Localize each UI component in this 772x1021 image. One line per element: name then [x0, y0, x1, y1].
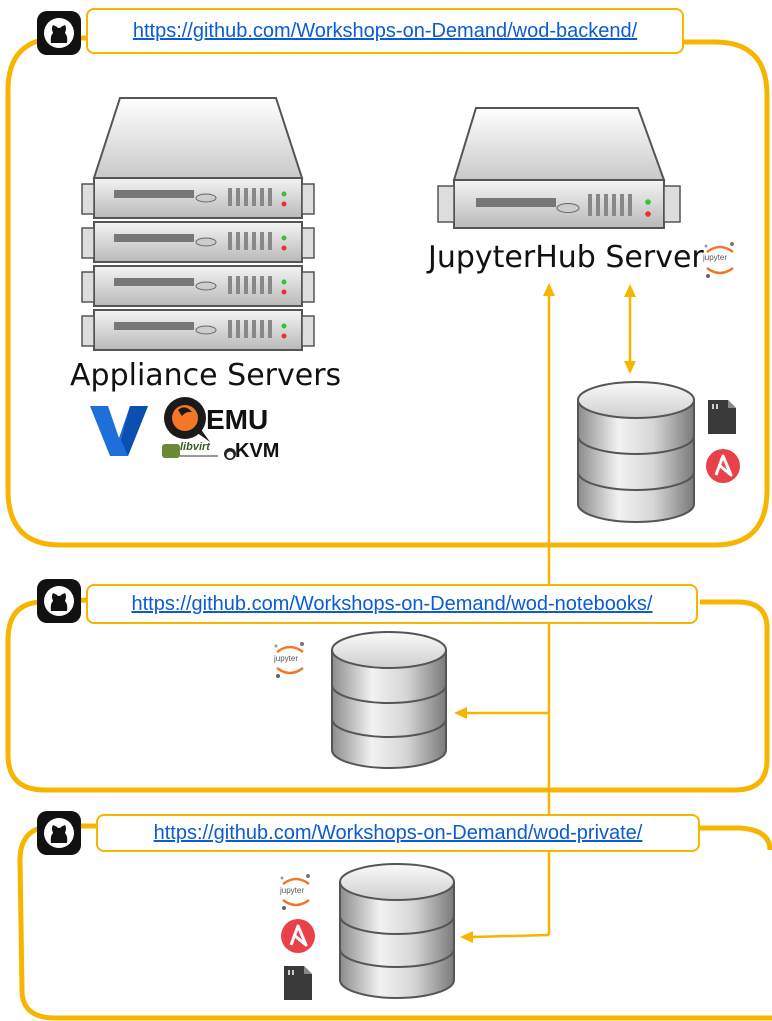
jupyter-badge-text: jupyter [274, 654, 299, 663]
arrow-left-private [460, 931, 473, 943]
libvirt-label: libvirt [180, 441, 210, 453]
arrow-up-hub [624, 284, 636, 297]
backend-frame [5, 35, 770, 548]
github-icon[interactable] [36, 578, 82, 624]
jupyterhub-server-icon [437, 107, 681, 229]
vmware-icon [90, 406, 148, 456]
ansible-icon [281, 919, 315, 953]
libvirt-icon [162, 444, 218, 458]
backend-db-icon [577, 381, 695, 523]
jupyter-badge-text: jupyter [280, 886, 305, 895]
private-db-icon [339, 863, 455, 999]
qemu-icon [164, 397, 210, 442]
jupyterhub-server-label: JupyterHub Server [428, 240, 704, 275]
backend-repo-box: https://github.com/Workshops-on-Demand/w… [86, 8, 684, 54]
arrow-down-db [624, 361, 636, 374]
jupyter-icon [274, 642, 304, 678]
kvm-label: KVM [235, 440, 280, 462]
github-icon[interactable] [36, 810, 82, 856]
appliance-servers-icon [81, 97, 315, 351]
private-branch-line [471, 933, 550, 939]
private-repo-link[interactable]: https://github.com/Workshops-on-Demand/w… [153, 821, 643, 844]
arrow-up-jupyterhub [543, 283, 555, 296]
jupyter-badge-text: jupyter [703, 253, 728, 262]
backend-repo-link[interactable]: https://github.com/Workshops-on-Demand/w… [132, 19, 638, 42]
notebooks-frame [5, 597, 770, 793]
appliance-servers-label: Appliance Servers [70, 358, 342, 393]
arrow-left-notebooks [454, 707, 467, 719]
notebooks-repo-box: https://github.com/Workshops-on-Demand/w… [86, 584, 698, 624]
notebooks-repo-link[interactable]: https://github.com/Workshops-on-Demand/w… [131, 592, 653, 615]
qemu-label: EMU [206, 404, 269, 435]
notebooks-db-icon [331, 631, 447, 769]
file-icon [284, 966, 312, 1000]
kvm-penguin-icon [224, 448, 236, 460]
private-repo-box: https://github.com/Workshops-on-Demand/w… [96, 814, 700, 852]
jupyter-icon [280, 874, 310, 910]
github-icon[interactable] [36, 10, 82, 56]
file-icon [708, 400, 736, 434]
jupyter-icon [704, 242, 734, 278]
ansible-icon [706, 449, 740, 483]
